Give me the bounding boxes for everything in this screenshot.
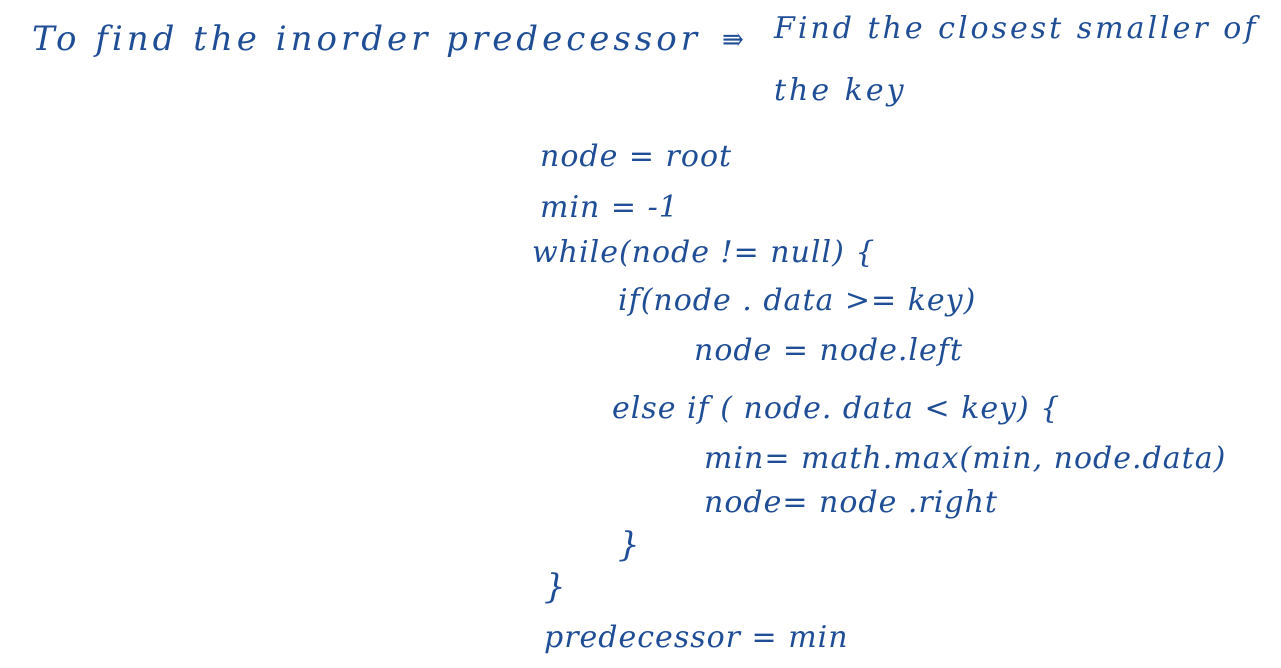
- code-line: while(node != null) {: [532, 235, 876, 270]
- code-line: min = -1: [540, 190, 679, 225]
- code-line: predecessor = min: [544, 620, 849, 655]
- code-line: node = node.left: [694, 333, 963, 368]
- arrow-icon: ⇛: [722, 25, 744, 55]
- code-line: else if ( node. data < key) {: [612, 391, 1061, 426]
- code-line: node= node .right: [704, 485, 998, 520]
- heading-right-text: Find the closest smaller of: [774, 11, 1259, 46]
- heading-continuation: the key: [774, 73, 907, 108]
- code-line: node = root: [540, 139, 733, 174]
- heading-left-text: To find the inorder predecessor: [32, 19, 701, 59]
- code-line: if(node . data >= key): [618, 283, 977, 318]
- closing-brace: }: [544, 567, 567, 607]
- code-line: min= math.max(min, node.data): [704, 441, 1227, 476]
- closing-brace: }: [618, 525, 641, 565]
